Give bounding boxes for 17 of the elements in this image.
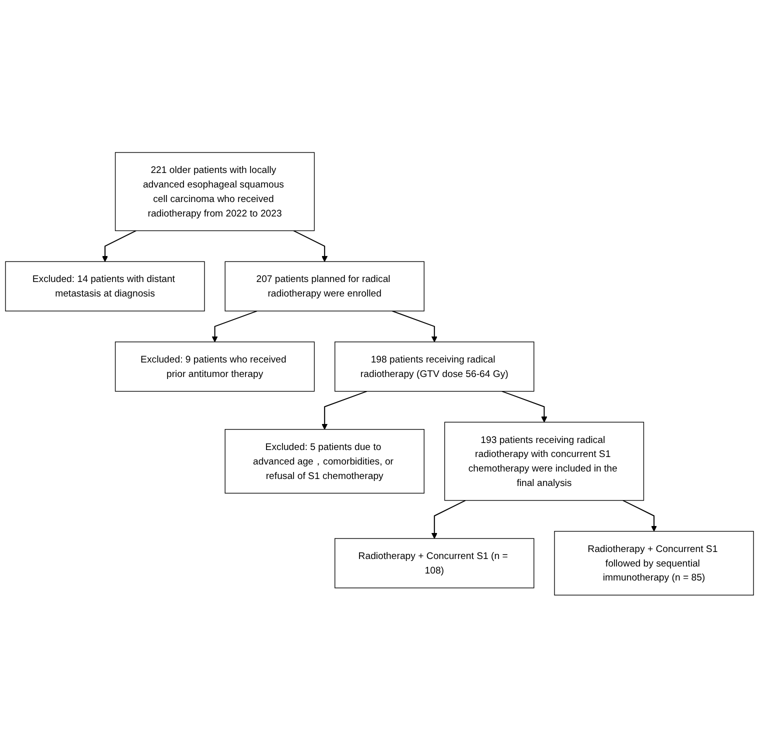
node-box: 193 patients receiving radical radiotherapy with concurrent S1 chemotherapy were included in the final analysis (444, 422, 644, 500)
node-box: Excluded: 9 patients who received prior antitumor therapy (114, 341, 315, 392)
node-box: Radiotherapy + Concurrent S1 (n = 108) (334, 538, 534, 588)
arrow (622, 500, 658, 532)
arrow (102, 230, 136, 262)
node-box: 198 patients receiving radical radiotherapy (GTV dose 56-64 Gy) (334, 341, 534, 392)
arrow (502, 390, 548, 422)
arrow (212, 310, 258, 342)
node-box: Radiotherapy + Concurrent S1 followed by sequential immunotherapy (n = 85) (554, 530, 754, 596)
arrow (392, 310, 438, 342)
node-box: Excluded: 5 patients due to advanced age，comorbidities, or refusal of S1 chemotherapy (224, 428, 424, 494)
arrow (293, 230, 328, 262)
arrow (431, 500, 466, 538)
node-box: Excluded: 14 patients with distant metastasis at diagnosis (5, 260, 205, 312)
arrow (322, 390, 367, 430)
node-box: 207 patients planned for radical radiotherapy were enrolled (224, 260, 424, 312)
node-box: 221 older patients with locally advanced esophageal squamous cell carcinoma who received radiotherapy from 2022 to 2023 (114, 152, 315, 231)
